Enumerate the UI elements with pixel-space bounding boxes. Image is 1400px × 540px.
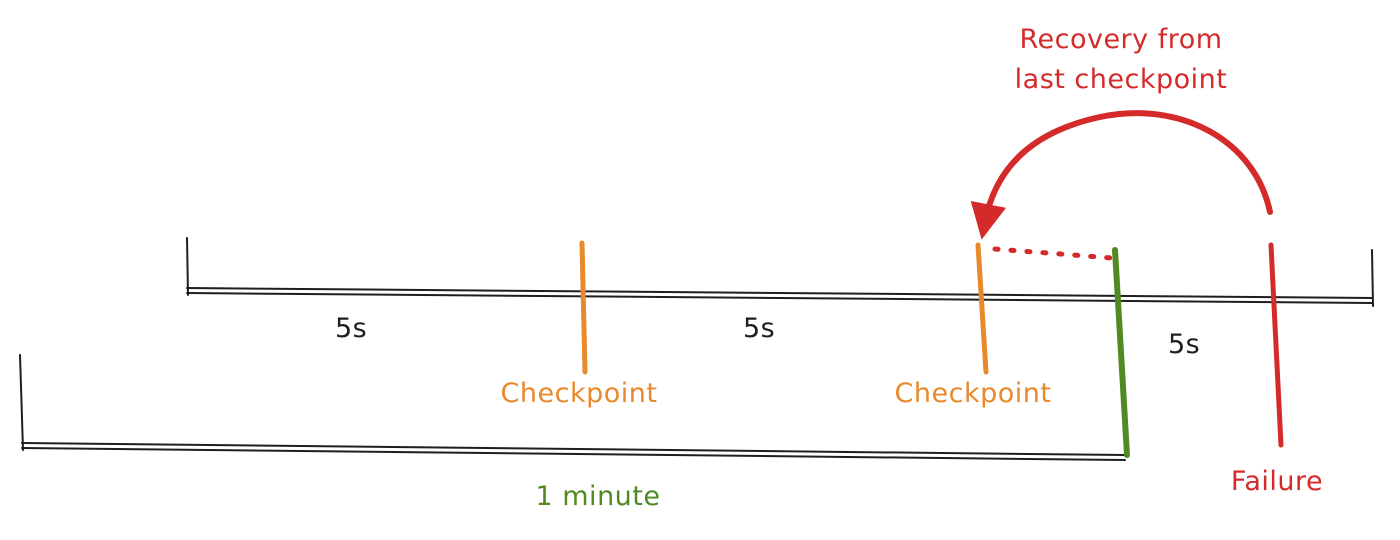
recovery-label-line1: Recovery from: [1019, 24, 1222, 55]
recovery-dotted-line: [992, 246, 1115, 261]
minute-label: 1 minute: [536, 481, 661, 512]
failure-marker: [1268, 242, 1284, 448]
top-timeline-right-cap: [1371, 249, 1374, 307]
checkpoint-marker-2: [975, 242, 989, 375]
curved-arrow-icon: [970, 110, 1273, 240]
minute-timeline-left-cap: [19, 354, 24, 451]
top-timeline-axis-shadow: [186, 292, 1373, 304]
top-timeline-axis: [186, 287, 1373, 299]
recovery-label-line2: last checkpoint: [1015, 64, 1228, 95]
minute-end-marker: [1112, 247, 1130, 458]
failure-label: Failure: [1231, 466, 1323, 497]
minute-timeline-axis-shadow: [21, 447, 1126, 461]
interval-label-1: 5s: [335, 313, 367, 344]
minute-timeline-axis: [21, 442, 1126, 456]
top-timeline-left-cap: [186, 237, 189, 296]
top-timeline: [186, 237, 1374, 307]
interval-label-2: 5s: [743, 313, 775, 344]
checkpoint-label-1: Checkpoint: [501, 378, 658, 409]
minute-timeline: [19, 354, 1126, 461]
interval-label-3: 5s: [1168, 329, 1200, 360]
checkpoint-label-2: Checkpoint: [895, 378, 1052, 409]
checkpoint-marker-1: [579, 240, 588, 375]
